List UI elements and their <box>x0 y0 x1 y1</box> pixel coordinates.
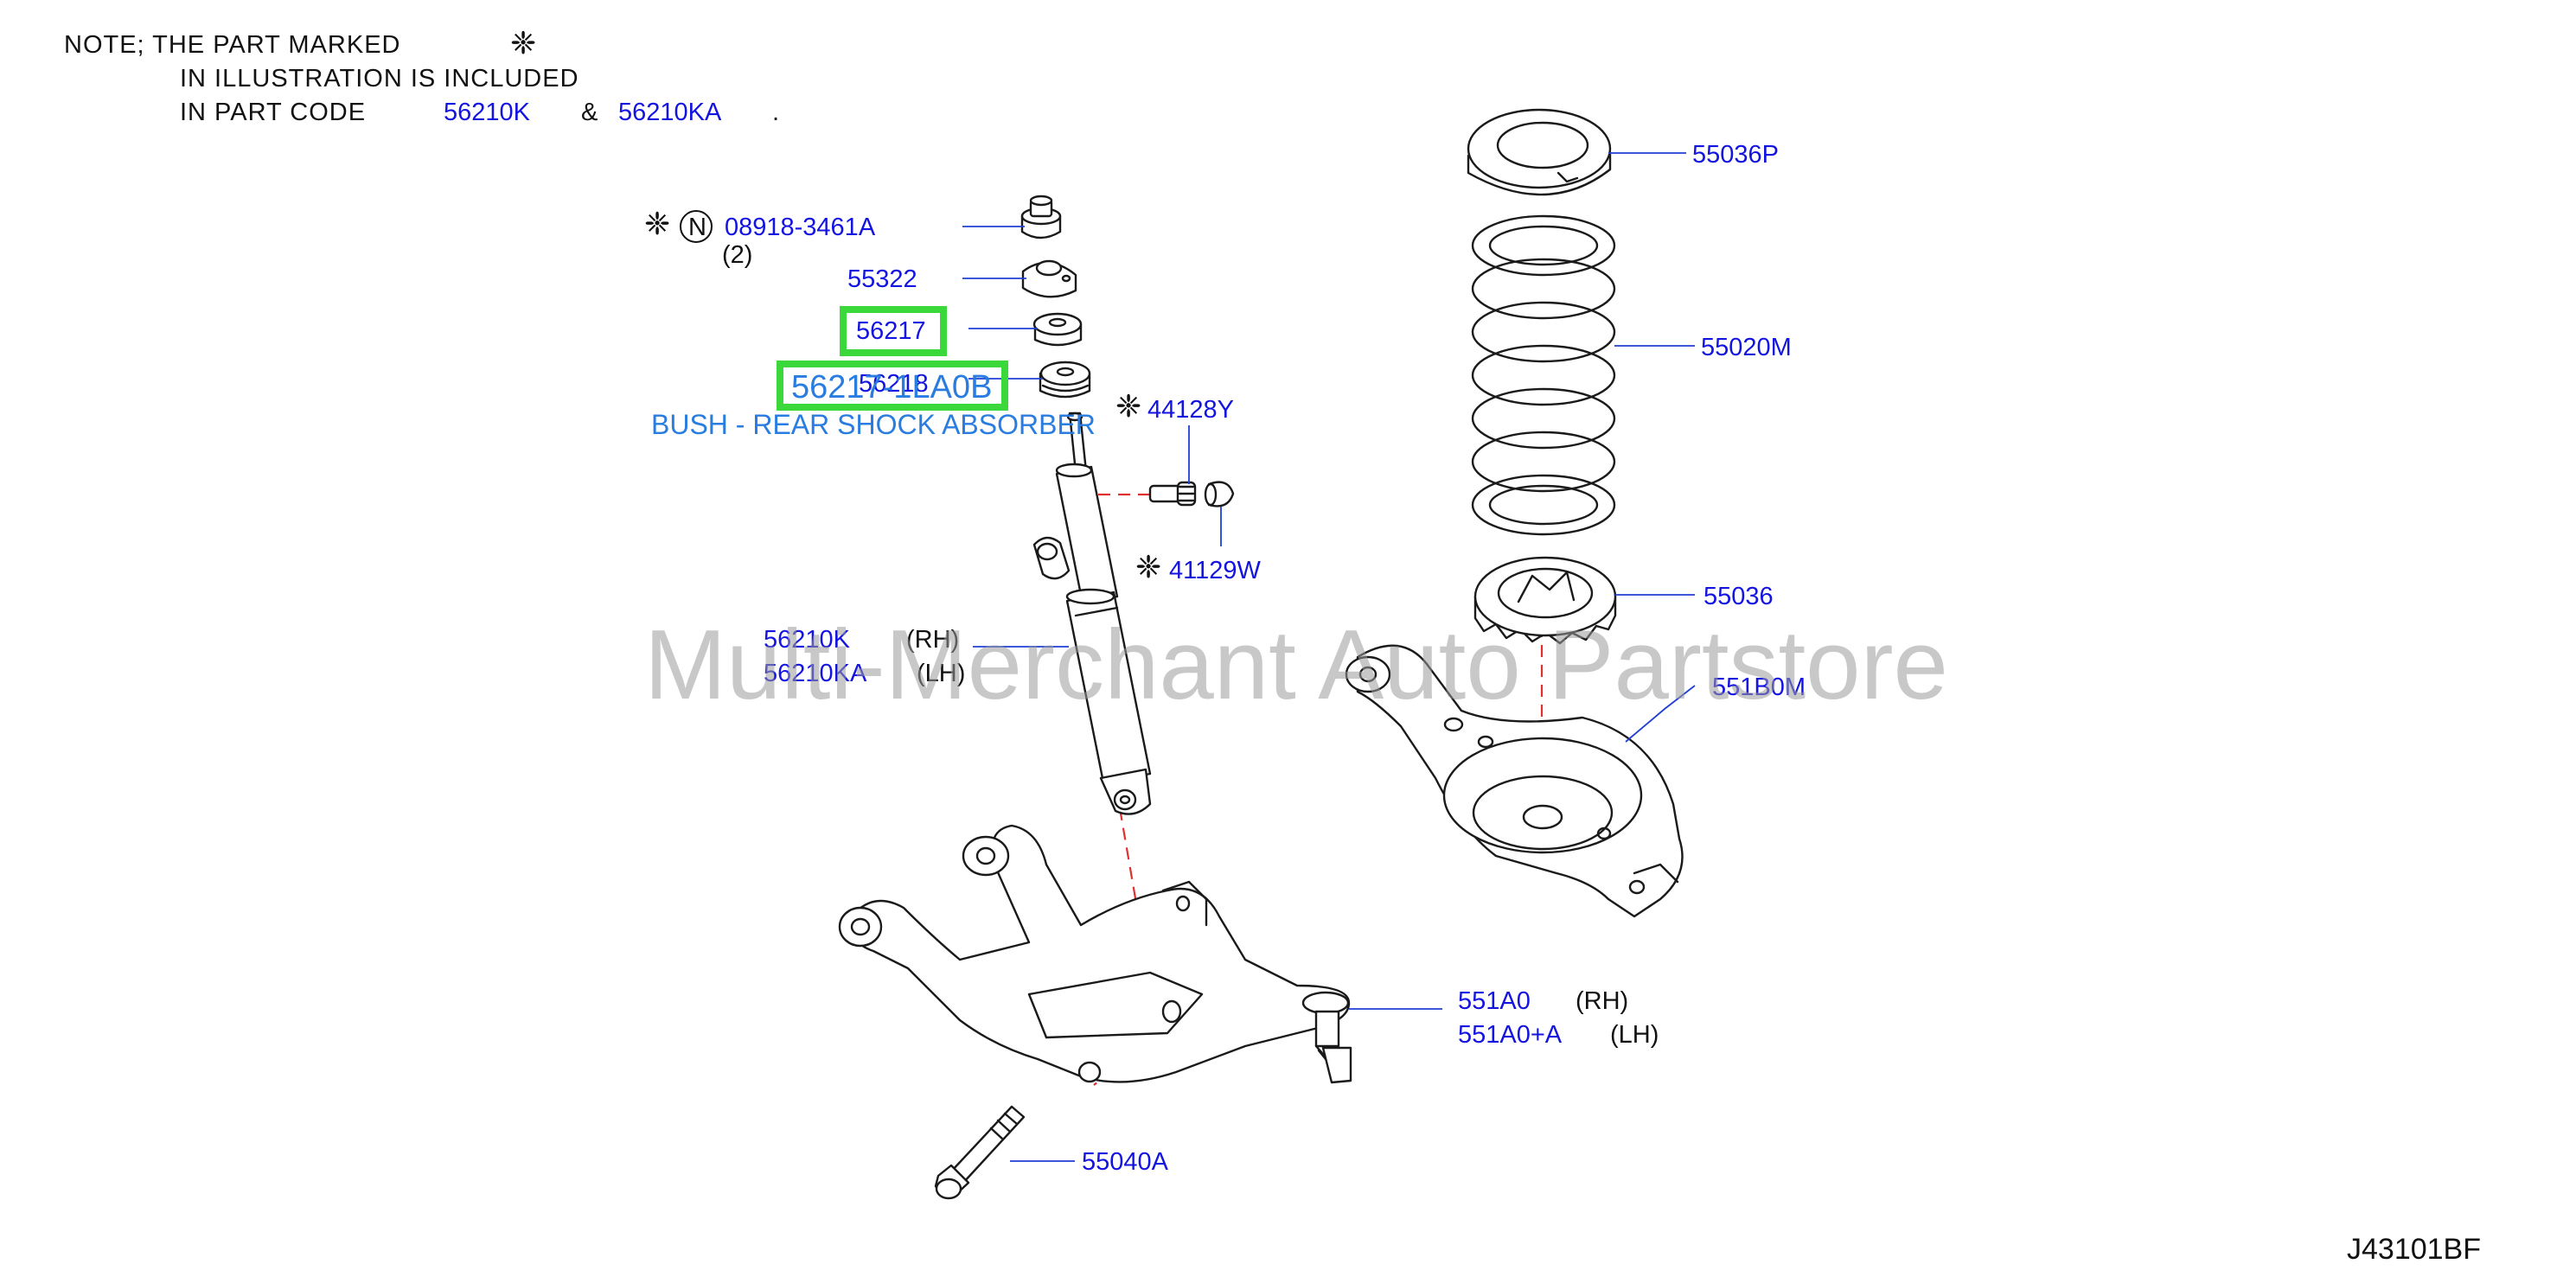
label-56210ka[interactable]: 56210KA <box>764 660 867 687</box>
highlight-box-56217 <box>840 306 947 356</box>
side-56210ka: (LH) <box>917 660 965 687</box>
coil-spring-drawing <box>1471 214 1616 536</box>
upper-spring-seat-drawing <box>1467 108 1612 196</box>
lower-arm-drawing <box>838 824 1352 1084</box>
highlight-box-part <box>777 361 1008 411</box>
side-551a0: (RH) <box>1576 987 1628 1015</box>
label-41129w[interactable]: 41129W <box>1169 557 1261 584</box>
asterisk-mark-icon: ❈ <box>644 206 670 241</box>
lower-spring-seat-drawing <box>1473 556 1617 645</box>
circle-n-letter: N <box>688 214 706 241</box>
leader-lines <box>962 152 1696 1162</box>
qty-08918: (2) <box>722 241 752 269</box>
watermark: Multi-Merchant Auto Partstore <box>644 610 1948 720</box>
label-56210k[interactable]: 56210K <box>764 626 851 654</box>
note-code-56210ka[interactable]: 56210KA <box>618 99 722 126</box>
highlighted-part-description: BUSH - REAR SHOCK ABSORBER <box>651 409 1096 440</box>
bolt-55040a-drawing <box>934 1105 1026 1200</box>
note-line-3: IN PART CODE <box>180 99 366 126</box>
bush-56217-drawing <box>1032 312 1083 347</box>
note-line-1: NOTE; THE PART MARKED <box>64 31 400 59</box>
label-551a0[interactable]: 551A0 <box>1458 987 1531 1015</box>
side-56210k: (RH) <box>906 626 959 654</box>
label-56217[interactable]: 56217 <box>856 317 926 345</box>
note-period: . <box>772 99 780 126</box>
label-44128y[interactable]: 44128Y <box>1147 396 1234 424</box>
circle-n-icon <box>680 210 713 243</box>
label-55020m[interactable]: 55020M <box>1701 334 1792 361</box>
label-55036p[interactable]: 55036P <box>1692 141 1779 169</box>
shock-absorber-drawing <box>1020 195 1152 815</box>
asterisk-mark-icon: ❈ <box>1115 388 1141 424</box>
note-ampersand: & <box>581 99 598 126</box>
asterisk-mark-icon: ❈ <box>510 25 536 61</box>
label-551a0-a[interactable]: 551A0+A <box>1458 1021 1563 1049</box>
note-line-2: IN ILLUSTRATION IS INCLUDED <box>180 65 579 93</box>
upper-link-drawing <box>1345 644 1684 918</box>
note-code-56210k[interactable]: 56210K <box>444 99 531 126</box>
label-56218[interactable]: 56218 <box>859 370 929 398</box>
asterisk-mark-icon: ❈ <box>1135 549 1161 584</box>
mount-bolt-drawing <box>1148 481 1197 507</box>
label-08918-3461a[interactable]: 08918-3461A <box>725 214 876 241</box>
part-labels: ❈ N 08918-3461A (2) 55322 56217 56218 56… <box>644 141 1806 1176</box>
bush-56218-drawing <box>1039 361 1091 399</box>
cap-nut-drawing <box>1204 481 1235 507</box>
label-55036[interactable]: 55036 <box>1703 583 1774 610</box>
washer-drawing <box>1021 259 1077 298</box>
diagram-code: J43101BF <box>2347 1233 2481 1266</box>
label-55040a[interactable]: 55040A <box>1082 1148 1169 1176</box>
note-block: NOTE; THE PART MARKED ❈ IN ILLUSTRATION … <box>64 25 780 126</box>
side-551a0-a: (LH) <box>1610 1021 1659 1049</box>
label-551b0m[interactable]: 551B0M <box>1712 673 1806 701</box>
label-55322[interactable]: 55322 <box>847 265 917 293</box>
nut-drawing <box>1020 195 1062 239</box>
highlighted-part-number[interactable]: 56217-1LA0B <box>791 369 992 405</box>
